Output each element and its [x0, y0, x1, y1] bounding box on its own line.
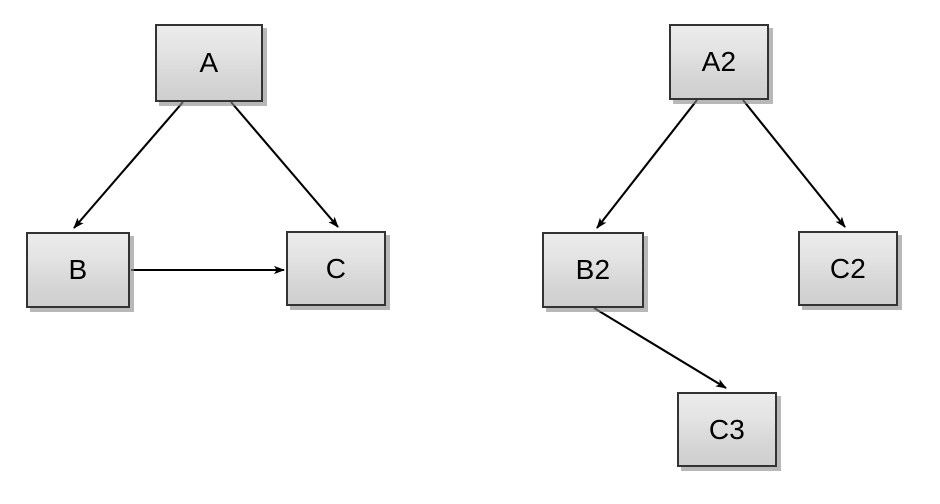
- edge-a-to-c: [230, 101, 339, 228]
- node-b-label: B: [68, 254, 88, 285]
- node-c[interactable]: C: [286, 231, 386, 306]
- node-c-label: C: [325, 252, 347, 284]
- edge-b2-to-c3: [593, 307, 727, 389]
- edge-a-to-b: [73, 101, 184, 229]
- edge-a2-to-b2: [596, 99, 698, 229]
- node-a[interactable]: A: [155, 24, 263, 102]
- node-a2-label: A2: [701, 46, 737, 77]
- node-a2[interactable]: A2: [669, 24, 769, 100]
- node-c2-label: C2: [829, 252, 867, 284]
- node-c2[interactable]: C2: [798, 231, 898, 306]
- node-b2-label: B2: [575, 254, 611, 285]
- edge-a2-to-c2: [742, 99, 846, 228]
- node-b2[interactable]: B2: [542, 232, 644, 308]
- node-b[interactable]: B: [26, 232, 130, 308]
- node-a-label: A: [199, 47, 219, 78]
- node-c3[interactable]: C3: [677, 392, 777, 467]
- node-c3-label: C3: [708, 413, 746, 445]
